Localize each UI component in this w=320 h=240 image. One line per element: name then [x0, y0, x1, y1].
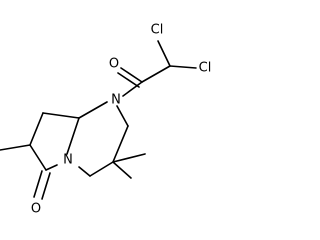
- atom-cl-top: Cl: [151, 23, 164, 38]
- bond-c7-methyl: [0, 144, 31, 151]
- molecule-structure: Cl Cl O N N O: [0, 23, 211, 217]
- bond-chcl2-cl-top: [157, 40, 171, 67]
- bond-n1-ch2: [116, 105, 129, 127]
- bond-lactam-o-right: [41, 172, 51, 200]
- atom-o-lactam: O: [31, 202, 41, 217]
- bond-cq-methyl-b: [112, 161, 132, 179]
- bond-carbonyl-o-outer: [120, 67, 143, 83]
- atom-cl-right: Cl: [199, 61, 212, 76]
- bond-chcl2-cl-right: [169, 65, 197, 69]
- bond-c8a-n1: [78, 101, 108, 119]
- bond-c8a-c8: [42, 112, 80, 119]
- bond-carbonyl-o-inner: [117, 72, 140, 88]
- bond-carbonyl-chcl2: [141, 65, 171, 83]
- atom-o-acyl: O: [109, 57, 119, 72]
- bond-cq-ch2b: [89, 161, 114, 177]
- bond-ch2b-n2: [78, 166, 91, 177]
- bond-ch2-cq: [112, 125, 129, 163]
- bond-c7-c6: [29, 144, 47, 171]
- bond-c6-n2: [45, 164, 58, 171]
- bond-c8-c7: [29, 112, 44, 146]
- bond-n2-c8a: [66, 117, 80, 155]
- atom-n-ring-top: N: [111, 93, 121, 108]
- bond-carbonyl-n: [122, 81, 143, 97]
- bond-lactam-o-left: [33, 170, 43, 198]
- atom-labels: Cl Cl O N N O: [31, 23, 211, 217]
- atom-n-ring-bottom: N: [63, 153, 73, 168]
- bonds: [0, 40, 197, 200]
- bond-cq-methyl-a: [112, 153, 146, 163]
